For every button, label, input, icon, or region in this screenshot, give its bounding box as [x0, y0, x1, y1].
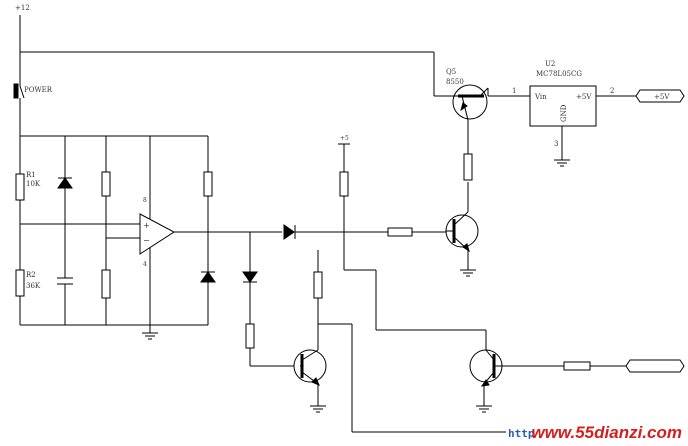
opamp-bottom-pin: 4	[143, 261, 147, 268]
left-bus	[19, 135, 208, 333]
output-connector-lower	[625, 359, 685, 373]
u2-part: MC78L05CG	[536, 70, 582, 78]
u2-pin3: 3	[554, 140, 558, 148]
rail-12v-label: +12	[15, 4, 30, 12]
diode-series	[283, 224, 388, 240]
watermark-site: www.55dianzi.com	[531, 423, 682, 442]
base-resistor-mid	[387, 227, 446, 237]
transistor-lower-right	[469, 349, 564, 406]
capacitor-left	[57, 224, 73, 325]
plus-rail-label: +5	[340, 135, 349, 142]
r1-value: 10K	[26, 180, 41, 188]
resistor-mid-top	[101, 136, 140, 239]
zener-diode-right	[200, 271, 216, 283]
u2-vout: +5V	[576, 93, 592, 101]
resistor-right-column	[203, 136, 213, 325]
resistor-r2	[15, 269, 25, 297]
op-amp	[139, 136, 282, 325]
q5-part: 8550	[446, 78, 464, 86]
ground-transistor-middle	[460, 269, 476, 277]
u2-name: U2	[545, 60, 555, 68]
watermark-http: http	[508, 427, 535, 440]
u2-pin2: 2	[610, 87, 614, 95]
resistor-mid-bottom	[101, 238, 111, 325]
q5-name: Q5	[446, 68, 456, 76]
u2-pin1: 1	[512, 87, 516, 95]
transistor-middle	[445, 182, 479, 270]
transistor-lower-left	[293, 349, 327, 406]
resistor-r1	[15, 173, 25, 201]
diode-down	[242, 232, 300, 367]
transistor-q5	[452, 84, 530, 121]
opamp-minus-label: −	[143, 236, 150, 245]
r1-name: R1	[26, 171, 36, 179]
ground-regulator	[554, 159, 570, 167]
resistor-lower-left	[313, 250, 510, 433]
base-resistor-lower-right	[563, 361, 630, 371]
power-switch	[13, 80, 25, 136]
output-connector-5v	[635, 89, 685, 103]
power-switch-label: POWER	[24, 86, 53, 94]
r2-value: 36K	[26, 282, 41, 290]
output-5v-label: +5V	[654, 93, 670, 101]
zener-diode-left	[57, 136, 73, 224]
ground-lower-left	[310, 405, 326, 413]
u2-gnd: GND	[560, 104, 568, 122]
wire-to-lower-right	[344, 269, 487, 350]
opamp-top-pin: 8	[143, 197, 147, 204]
resistor-q5-collector	[463, 120, 473, 181]
pullup-resistor	[338, 143, 350, 270]
r2-name: R2	[26, 271, 36, 279]
u2-vin: Vin	[534, 93, 547, 101]
regulator-u2	[529, 85, 640, 160]
ground-lower-right	[476, 405, 492, 413]
ground-opamp	[142, 332, 158, 340]
power-rail-12v	[19, 15, 454, 97]
watermark: http www.55dianzi.com	[506, 420, 688, 446]
opamp-plus-label: +	[143, 221, 150, 230]
